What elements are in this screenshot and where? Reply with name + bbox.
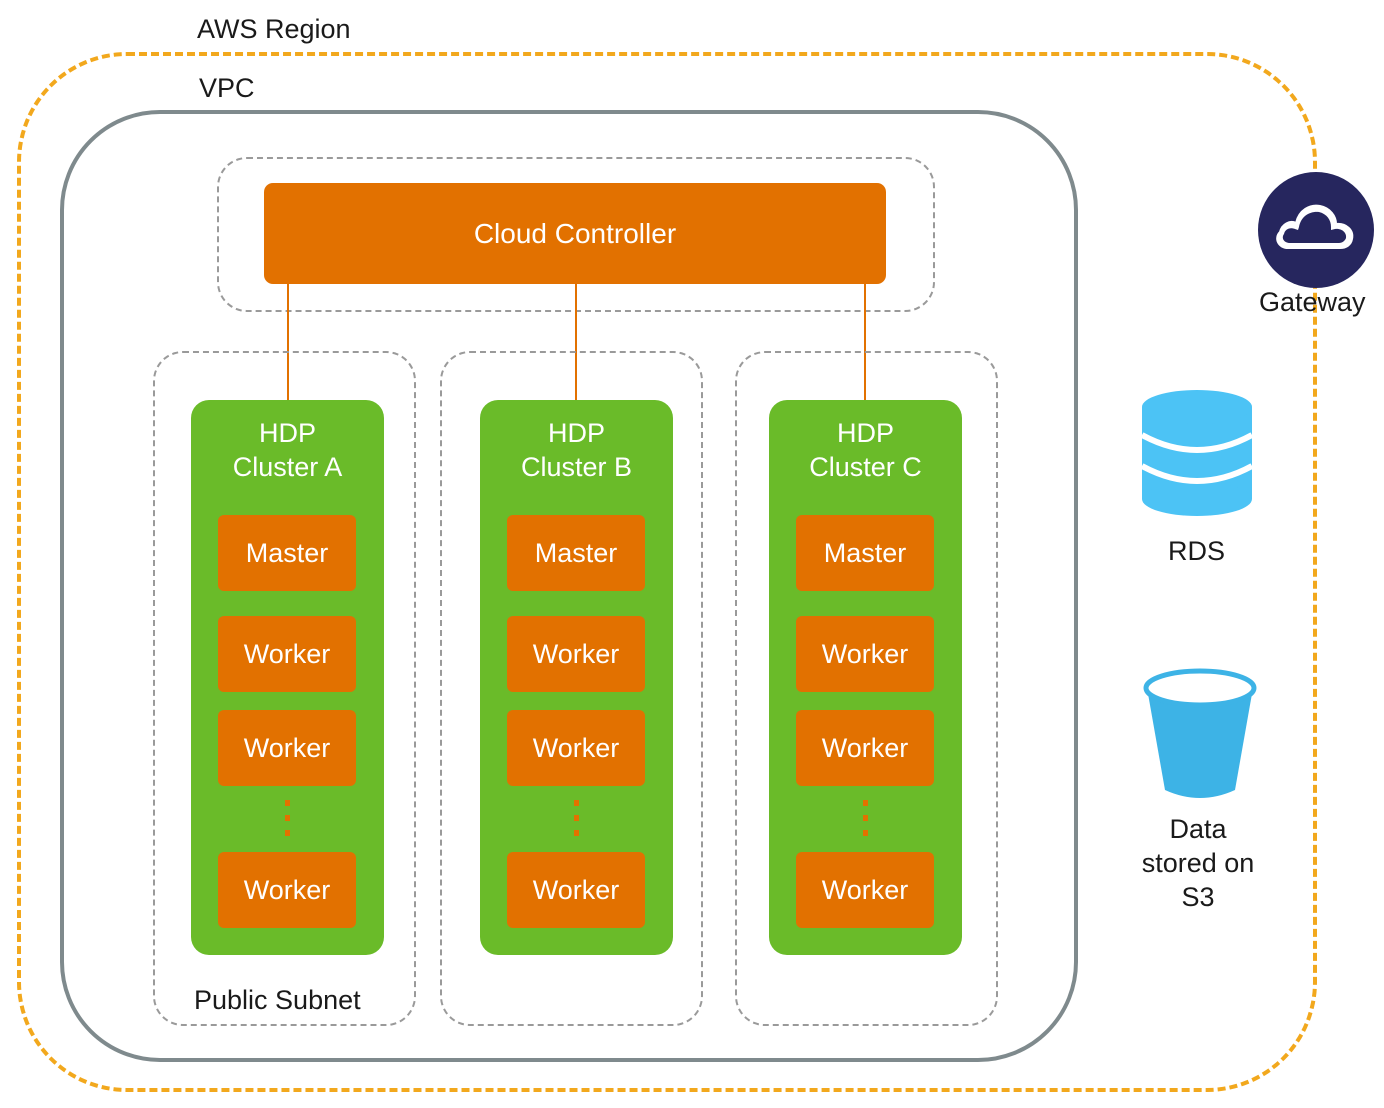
cluster-title-line1: HDP	[836, 418, 894, 448]
cluster-title: HDP Cluster B	[480, 416, 673, 484]
connector-line-b	[575, 284, 577, 402]
connector-line-a	[287, 284, 289, 402]
subnet-box-b	[440, 351, 703, 1026]
ellipsis-dots	[574, 800, 580, 836]
aws-region-label: AWS Region	[197, 14, 351, 44]
worker-node: Worker	[796, 616, 934, 692]
s3-label-line3: S3	[1181, 882, 1215, 912]
rds-label: RDS	[1168, 536, 1226, 566]
worker-node: Worker	[507, 616, 645, 692]
cluster-title-line2: Cluster A	[232, 452, 343, 482]
s3-label: Data stored on S3	[1128, 812, 1268, 914]
cluster-title: HDP Cluster C	[769, 416, 962, 484]
worker-node: Worker	[507, 852, 645, 928]
bucket-icon	[1143, 668, 1257, 798]
cluster-title-line2: Cluster B	[520, 452, 633, 482]
hdp-cluster-c: HDP Cluster C Master Worker Worker Worke…	[769, 400, 962, 955]
cloud-controller-label: Cloud Controller	[473, 217, 677, 249]
connector-line-c	[864, 284, 866, 402]
aws-region-boundary	[17, 52, 1317, 1092]
worker-node: Worker	[218, 710, 356, 786]
database-icon	[1140, 390, 1254, 516]
hdp-cluster-b: HDP Cluster B Master Worker Worker Worke…	[480, 400, 673, 955]
worker-node: Worker	[507, 710, 645, 786]
ellipsis-dots	[285, 800, 291, 836]
subnet-box-a	[153, 351, 416, 1026]
worker-node: Worker	[218, 616, 356, 692]
vpc-label: VPC	[199, 73, 255, 103]
master-node: Master	[507, 515, 645, 591]
cluster-title-line1: HDP	[258, 418, 316, 448]
gateway-label: Gateway	[1259, 287, 1366, 317]
hdp-cluster-a: HDP Cluster A Master Worker Worker Worke…	[191, 400, 384, 955]
worker-node: Worker	[796, 710, 934, 786]
s3-label-line2: stored on	[1141, 848, 1255, 878]
cloud-icon	[1258, 172, 1374, 288]
cloud-controller: Cloud Controller	[264, 183, 886, 284]
cluster-title-line1: HDP	[547, 418, 605, 448]
vpc-boundary	[60, 110, 1078, 1062]
cluster-title: HDP Cluster A	[191, 416, 384, 484]
public-subnet-label: Public Subnet	[194, 985, 361, 1015]
s3-label-line1: Data	[1169, 814, 1227, 844]
worker-node: Worker	[218, 852, 356, 928]
subnet-box-c	[735, 351, 998, 1026]
ellipsis-dots	[863, 800, 869, 836]
master-node: Master	[796, 515, 934, 591]
worker-node: Worker	[796, 852, 934, 928]
master-node: Master	[218, 515, 356, 591]
cluster-title-line2: Cluster C	[809, 452, 922, 482]
